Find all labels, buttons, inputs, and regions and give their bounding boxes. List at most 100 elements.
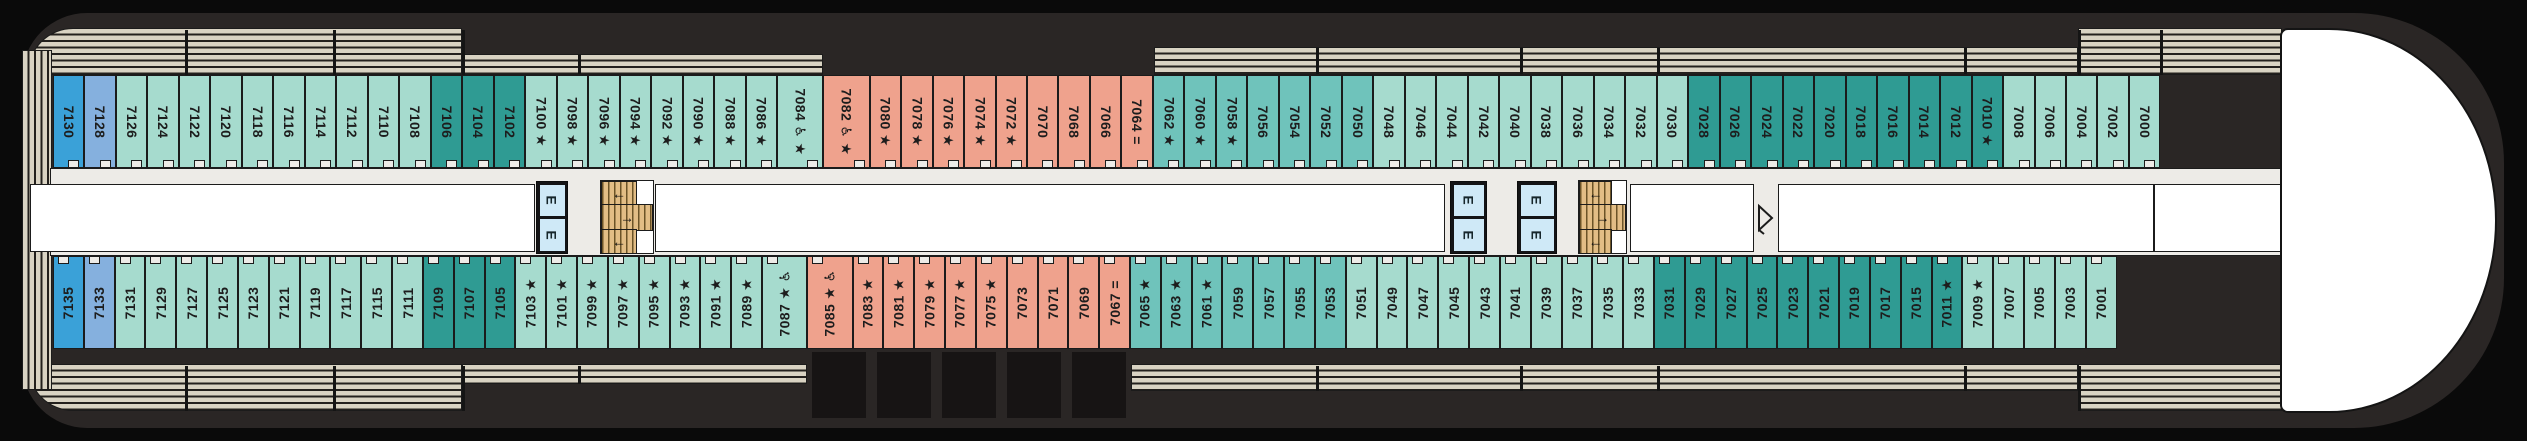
cabin-7107[interactable]: 7107 <box>453 256 485 349</box>
cabin-7130[interactable]: 7130 <box>53 75 85 168</box>
cabin-7115[interactable]: 7115 <box>361 256 393 349</box>
cabin-7120[interactable]: 7120 <box>210 75 242 168</box>
cabin-7045[interactable]: 7045 <box>1438 256 1470 349</box>
cabin-7125[interactable]: 7125 <box>207 256 238 349</box>
cabin-7111[interactable]: 7111 <box>392 256 423 349</box>
cabin-7027[interactable]: 7027 <box>1715 256 1747 349</box>
cabin-7022[interactable]: 7022 <box>1782 75 1815 168</box>
cabin-7090[interactable]: 7090 ★ <box>682 75 715 168</box>
cabin-7118[interactable]: 7118 <box>241 75 274 168</box>
cabin-7135[interactable]: 7135 <box>53 256 84 349</box>
cabin-7042[interactable]: 7042 <box>1467 75 1500 168</box>
cabin-7030[interactable]: 7030 <box>1656 75 1689 168</box>
cabin-7080[interactable]: 7080 ★ <box>869 75 902 168</box>
cabin-7054[interactable]: 7054 <box>1278 75 1311 168</box>
cabin-7033[interactable]: 7033 <box>1623 256 1655 349</box>
cabin-7005[interactable]: 7005 <box>2024 256 2055 349</box>
cabin-7084[interactable]: 7084 ♿ ★ <box>777 75 824 168</box>
cabin-7057[interactable]: 7057 <box>1253 256 1285 349</box>
cabin-7078[interactable]: 7078 ★ <box>901 75 933 168</box>
cabin-7034[interactable]: 7034 <box>1593 75 1626 168</box>
cabin-7103[interactable]: 7103 ★ <box>515 256 547 349</box>
cabin-7133[interactable]: 7133 <box>83 256 115 349</box>
cabin-7064[interactable]: 7064 = <box>1121 75 1153 168</box>
cabin-7106[interactable]: 7106 <box>430 75 463 168</box>
cabin-7104[interactable]: 7104 <box>462 75 494 168</box>
cabin-7006[interactable]: 7006 <box>2034 75 2066 168</box>
cabin-7047[interactable]: 7047 <box>1407 256 1439 349</box>
cabin-7050[interactable]: 7050 <box>1341 75 1374 168</box>
cabin-7002[interactable]: 7002 <box>2097 75 2129 168</box>
cabin-7119[interactable]: 7119 <box>299 256 331 349</box>
cabin-7092[interactable]: 7092 ★ <box>651 75 683 168</box>
cabin-7039[interactable]: 7039 <box>1530 256 1562 349</box>
cabin-7116[interactable]: 7116 <box>273 75 305 168</box>
cabin-7019[interactable]: 7019 <box>1839 256 1870 349</box>
cabin-7023[interactable]: 7023 <box>1777 256 1809 349</box>
cabin-7109[interactable]: 7109 <box>422 256 454 349</box>
cabin-7053[interactable]: 7053 <box>1314 256 1346 349</box>
cabin-7076[interactable]: 7076 ★ <box>932 75 965 168</box>
cabin-7071[interactable]: 7071 <box>1037 256 1069 349</box>
cabin-7075[interactable]: 7075 ★ <box>975 256 1007 349</box>
cabin-7072[interactable]: 7072 ★ <box>995 75 1027 168</box>
cabin-7041[interactable]: 7041 <box>1499 256 1531 349</box>
cabin-7048[interactable]: 7048 <box>1373 75 1405 168</box>
cabin-7055[interactable]: 7055 <box>1284 256 1315 349</box>
cabin-7015[interactable]: 7015 <box>1900 256 1932 349</box>
cabin-7007[interactable]: 7007 <box>1993 256 2025 349</box>
cabin-7049[interactable]: 7049 <box>1376 256 1408 349</box>
cabin-7077[interactable]: 7077 ★ <box>945 256 976 349</box>
cabin-7123[interactable]: 7123 <box>237 256 269 349</box>
cabin-7004[interactable]: 7004 <box>2065 75 2098 168</box>
cabin-7083[interactable]: 7083 ★ <box>852 256 884 349</box>
cabin-7091[interactable]: 7091 ★ <box>700 256 732 349</box>
cabin-7108[interactable]: 7108 <box>399 75 431 168</box>
cabin-7029[interactable]: 7029 <box>1684 256 1716 349</box>
cabin-7011[interactable]: 7011 ★ <box>1931 256 1963 349</box>
cabin-7003[interactable]: 7003 <box>2054 256 2086 349</box>
cabin-7035[interactable]: 7035 <box>1592 256 1624 349</box>
cabin-7114[interactable]: 7114 <box>304 75 337 168</box>
cabin-7032[interactable]: 7032 <box>1625 75 1657 168</box>
cabin-7128[interactable]: 7128 <box>84 75 116 168</box>
cabin-7052[interactable]: 7052 <box>1310 75 1342 168</box>
cabin-7010[interactable]: 7010 ★ <box>1971 75 2004 168</box>
cabin-7058[interactable]: 7058 ★ <box>1215 75 1248 168</box>
cabin-7009[interactable]: 7009 ★ <box>1962 256 1994 349</box>
cabin-7074[interactable]: 7074 ★ <box>964 75 996 168</box>
cabin-7065[interactable]: 7065 ★ <box>1130 256 1161 349</box>
cabin-7043[interactable]: 7043 <box>1469 256 1500 349</box>
cabin-7046[interactable]: 7046 <box>1404 75 1437 168</box>
cabin-7061[interactable]: 7061 ★ <box>1191 256 1223 349</box>
cabin-7085[interactable]: 7085 ★ ♿ <box>807 256 853 349</box>
cabin-7079[interactable]: 7079 ★ <box>914 256 946 349</box>
cabin-7069[interactable]: 7069 <box>1068 256 1100 349</box>
cabin-7086[interactable]: 7086 ★ <box>745 75 778 168</box>
cabin-7028[interactable]: 7028 <box>1688 75 1720 168</box>
cabin-7082[interactable]: 7082 ♿ ★ <box>823 75 870 168</box>
cabin-7056[interactable]: 7056 <box>1247 75 1279 168</box>
cabin-7098[interactable]: 7098 ★ <box>556 75 589 168</box>
cabin-7031[interactable]: 7031 <box>1654 256 1685 349</box>
cabin-7036[interactable]: 7036 <box>1562 75 1594 168</box>
cabin-7117[interactable]: 7117 <box>330 256 362 349</box>
cabin-7012[interactable]: 7012 <box>1940 75 1972 168</box>
cabin-7066[interactable]: 7066 <box>1089 75 1122 168</box>
cabin-7102[interactable]: 7102 <box>493 75 526 168</box>
cabin-7097[interactable]: 7097 ★ <box>607 256 639 349</box>
cabin-7073[interactable]: 7073 <box>1006 256 1038 349</box>
cabin-7096[interactable]: 7096 ★ <box>588 75 620 168</box>
cabin-7124[interactable]: 7124 <box>147 75 179 168</box>
cabin-7122[interactable]: 7122 <box>178 75 211 168</box>
cabin-7020[interactable]: 7020 <box>1814 75 1846 168</box>
cabin-7051[interactable]: 7051 <box>1345 256 1377 349</box>
cabin-7040[interactable]: 7040 <box>1499 75 1531 168</box>
cabin-7000[interactable]: 7000 <box>2128 75 2161 168</box>
cabin-7063[interactable]: 7063 ★ <box>1160 256 1192 349</box>
cabin-7021[interactable]: 7021 <box>1808 256 1840 349</box>
cabin-7087[interactable]: 7087 ★ ♿ <box>762 256 808 349</box>
cabin-7059[interactable]: 7059 <box>1222 256 1254 349</box>
cabin-7131[interactable]: 7131 <box>114 256 146 349</box>
cabin-7018[interactable]: 7018 <box>1845 75 1878 168</box>
